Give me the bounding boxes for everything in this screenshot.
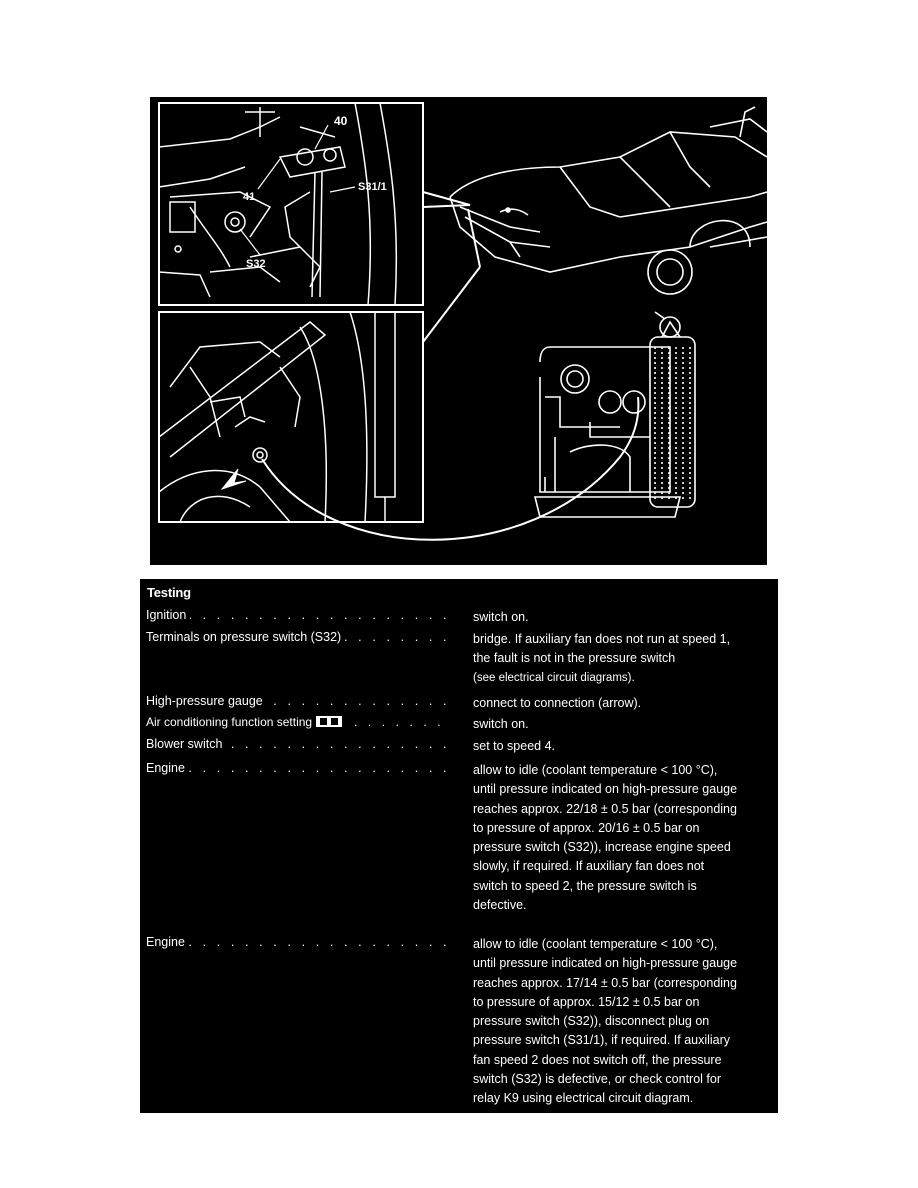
row-label: Engine. . . . . . . . . . . . . . . . . … xyxy=(146,761,446,775)
row-value: set to speed 4. xyxy=(473,739,556,753)
car-illustration xyxy=(449,106,767,295)
callout-41: 41 xyxy=(243,191,255,203)
row-label: Air conditioning function setting. . . .… xyxy=(146,715,446,729)
row-value: switch on. xyxy=(473,610,529,624)
ac-function-setting-icon xyxy=(316,716,343,727)
callout-s32: S32 xyxy=(246,258,266,270)
callout-s31-1: S31/1 xyxy=(358,181,387,193)
testing-title: Testing xyxy=(147,585,191,600)
row-value: connect to connection (arrow). xyxy=(473,696,642,710)
row-label: High-pressure gauge. . . . . . . . . . .… xyxy=(146,694,446,708)
testing-panel: Testing Ignition. . . . . . . . . . . . … xyxy=(140,579,778,1113)
high-pressure-connection-inset xyxy=(158,311,424,523)
row-value: bridge. If auxiliary fan does not run at… xyxy=(473,632,731,684)
row-label: Engine. . . . . . . . . . . . . . . . . … xyxy=(146,935,446,949)
callout-40: 40 xyxy=(334,114,348,128)
testing-illustration: 40 41 S31/1 S32 xyxy=(150,97,767,565)
row-label: Blower switch. . . . . . . . . . . . . .… xyxy=(146,737,446,751)
row-label: Terminals on pressure switch (S32). . . … xyxy=(146,630,446,644)
pressure-switch-detail-inset: 40 41 S31/1 S32 xyxy=(158,102,424,306)
ac-service-station xyxy=(533,311,696,518)
row-value: allow to idle (coolant temperature < 100… xyxy=(473,937,738,1106)
row-value: allow to idle (coolant temperature < 100… xyxy=(473,763,738,913)
arrow-indicator xyxy=(220,468,247,491)
row-value: switch on. xyxy=(473,717,529,731)
row-label: Ignition. . . . . . . . . . . . . . . . … xyxy=(146,608,446,622)
